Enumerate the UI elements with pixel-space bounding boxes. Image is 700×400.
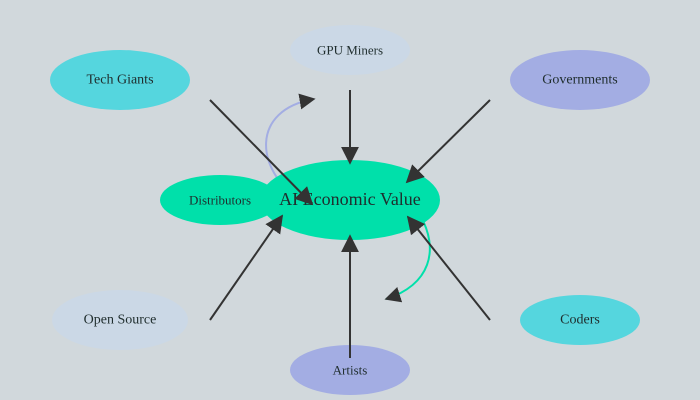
node-center[interactable] (260, 160, 440, 240)
node-gpu-miners-label: GPU Miners (317, 43, 383, 58)
node-governments-label: Governments (542, 73, 617, 88)
node-governments[interactable]: Governments (510, 50, 650, 110)
node-distributors-shape (160, 175, 280, 225)
node-coders-shape (520, 295, 640, 345)
node-open-source-shape (52, 290, 188, 350)
node-gpu-miners-shape (290, 25, 410, 75)
node-center-label: AI Economic Value (279, 189, 421, 209)
node-artists[interactable]: Artists (290, 345, 410, 395)
node-artists-label: Artists (333, 363, 368, 378)
node-open-source[interactable]: Open Source (52, 290, 188, 350)
node-tech-giants-label: Tech Giants (86, 73, 153, 88)
node-open-source-label: Open Source (84, 313, 157, 328)
node-artists-shape (290, 345, 410, 395)
edge-coders-to-center (406, 215, 491, 321)
node-coders[interactable]: Coders (520, 295, 640, 345)
node-tech-giants-shape (50, 50, 190, 110)
edge-tech-giants-to-center (209, 99, 314, 206)
node-gpu-miners[interactable]: GPU Miners (290, 25, 410, 75)
edge-governments-to-center (405, 99, 491, 184)
node-center-shape (260, 160, 440, 240)
node-distributors[interactable]: Distributors (160, 175, 280, 225)
curve-center-to-artists (384, 214, 431, 303)
node-distributors-label: Distributors (189, 193, 251, 208)
node-coders-label: Coders (560, 313, 600, 328)
node-governments-shape (510, 50, 650, 110)
edge-open-source-to-center (209, 214, 284, 321)
node-tech-giants[interactable]: Tech Giants (50, 50, 190, 110)
